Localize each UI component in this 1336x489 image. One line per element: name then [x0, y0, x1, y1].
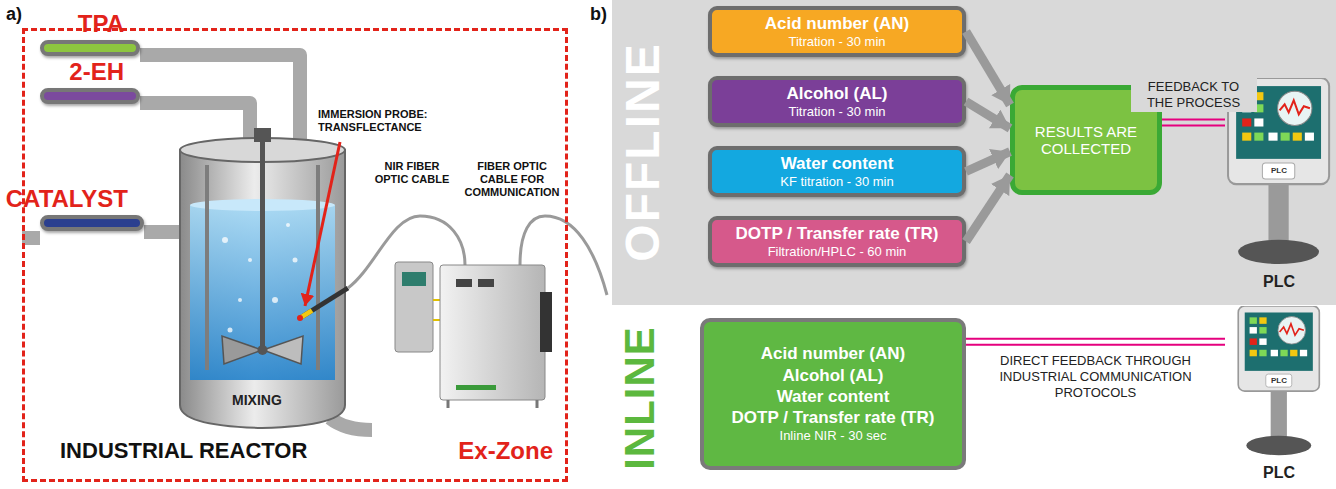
ex-zone-region: Ex-Zone TPA 2-EH CATALYST [22, 28, 568, 482]
feed-tank: 2-EH [40, 88, 140, 104]
inline-title: INLINE [616, 326, 664, 470]
feedback-line [966, 339, 1225, 345]
reactor-vessel [180, 128, 345, 428]
node-text: TPA [78, 10, 124, 38]
node-text: DOTP / Transfer rate (TR) [732, 407, 935, 428]
edge-label: FEEDBACK TO THE PROCESS [1131, 78, 1257, 113]
node-text: Titration - 30 min [718, 104, 956, 119]
analysis-box: Acid number (AN)Titration - 30 min [708, 6, 966, 57]
node-text: Alcohol (AL) [782, 365, 883, 386]
node-text: OFFLINE [615, 42, 670, 261]
node-text: Acid number (AN) [718, 14, 956, 34]
node-text: RESULTS ARE COLLECTED [1021, 123, 1151, 157]
edge-label: DIRECT FEEDBACK THROUGH INDUSTRIAL COMMU… [993, 352, 1199, 403]
cable-label: FIBER OPTIC CABLE FOR COMMUNICATION [462, 160, 562, 200]
node-text: PLC [1225, 273, 1333, 291]
node-text: Water content [777, 386, 890, 407]
feed-tank: TPA [40, 40, 140, 56]
node-text: DOTP / Transfer rate (TR) [718, 224, 956, 244]
analysis-box: Water contentKF titration - 30 min [708, 146, 966, 197]
node-text: PLC [1225, 464, 1333, 482]
node-text: Ex-Zone [458, 437, 553, 465]
cable-label: NIR FIBER OPTIC CABLE [368, 160, 456, 186]
reactor-title: INDUSTRIAL REACTOR [60, 438, 307, 464]
immersion-probe [297, 142, 348, 321]
nir-analyzer [395, 262, 552, 408]
node-text: CATALYST [6, 185, 128, 213]
node-text: Filtration/HPLC - 60 min [718, 244, 956, 259]
plc-tag: PLC [1271, 376, 1287, 385]
mixing-label: MIXING [232, 392, 282, 408]
node-text: Alcohol (AL) [718, 84, 956, 104]
offline-band: OFFLINEAcid number (AN)Titration - 30 mi… [612, 0, 1336, 305]
node-text: KF titration - 30 min [718, 174, 956, 189]
feed-tank: CATALYST [40, 215, 144, 231]
analysis-box: Alcohol (AL)Titration - 30 min [708, 76, 966, 127]
plc-tag: PLC [1271, 166, 1287, 175]
analysis-box: DOTP / Transfer rate (TR)Filtration/HPLC… [708, 216, 966, 267]
node-text: Inline NIR - 30 sec [780, 428, 887, 444]
node-text: Water content [718, 154, 956, 174]
node-text: Acid number (AN) [761, 343, 906, 364]
probe-label: IMMERSION PROBE: TRANSFLECTANCE [318, 108, 430, 134]
node-text: Titration - 30 min [718, 34, 956, 49]
panel-letter: b) [590, 4, 607, 25]
inline-box: Acid number (AN)Alcohol (AL)Water conten… [700, 318, 966, 470]
panel-letter: a) [6, 4, 22, 25]
plc-terminal: PLC [1225, 306, 1333, 484]
node-text: 2-EH [69, 58, 124, 86]
